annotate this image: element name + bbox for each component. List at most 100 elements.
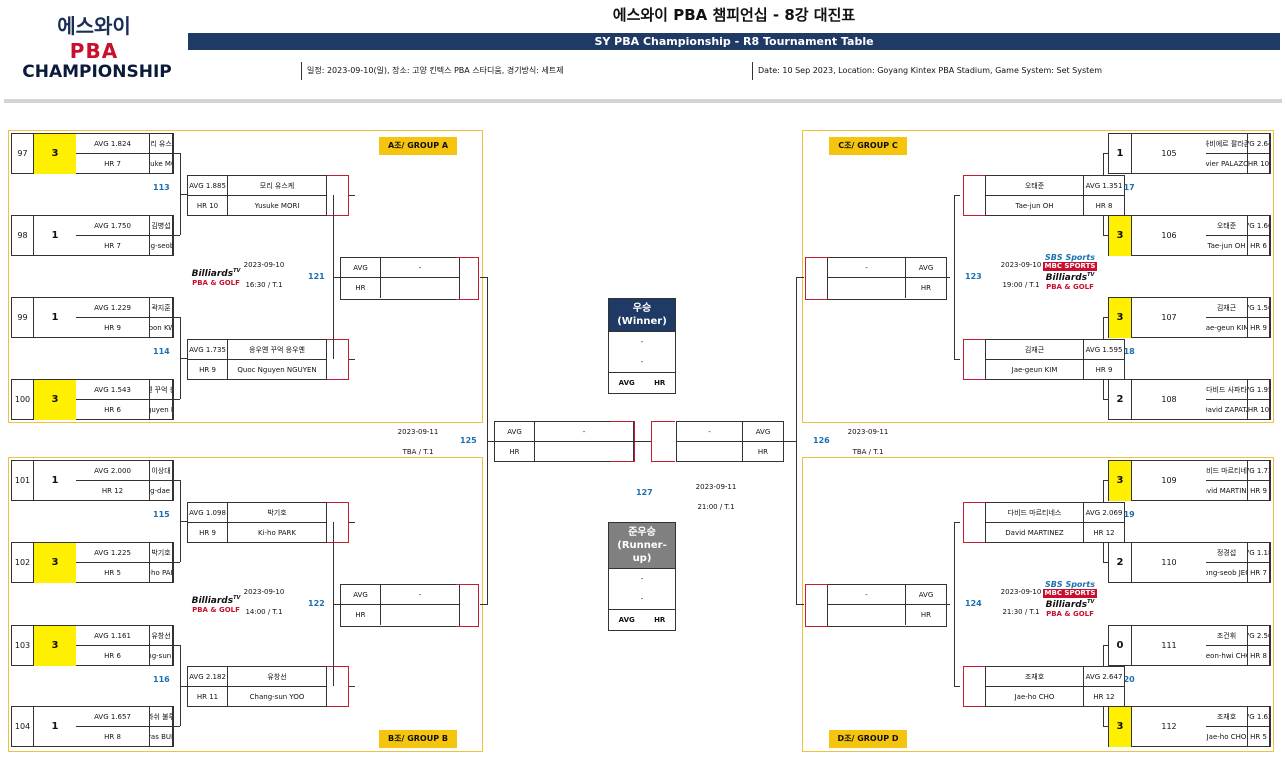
player-name-en: David ZAPATA (1206, 400, 1248, 420)
player-name-ko: 곽지훈 (150, 298, 173, 318)
player-name-en: Javier PALAZON (1206, 154, 1248, 174)
player-seed: 103 (12, 626, 34, 666)
player-hr: HR 9 (1248, 481, 1270, 501)
group-a-panel (8, 130, 483, 423)
player-hr: HR 7 (1248, 563, 1270, 583)
player-seed: 99 (12, 298, 34, 338)
semi-empty (828, 278, 906, 298)
r2-avg: AVG 1.351 (1084, 176, 1124, 196)
semi-score (456, 584, 479, 627)
r2-name-ko: 김재근 (986, 340, 1084, 360)
player-hr: HR 5 (76, 563, 150, 583)
semi-name: - (828, 585, 906, 605)
r2-score (963, 502, 985, 543)
player-name-ko: 응우옌 꾸억 응우옌 (150, 380, 173, 400)
player-box-105: 1하비에르 팔라존AVG 2.647105Javier PALAZONHR 10 (1108, 133, 1271, 174)
semi-date: 2023-09-10 (243, 588, 285, 596)
r2-avg: AVG 2.069 (1084, 503, 1124, 523)
player-name-ko: 하비에르 팔라존 (1206, 134, 1248, 154)
player-name-en: Yusuke MORI (150, 154, 173, 174)
semi-hr: HR (341, 605, 381, 625)
r2-score (963, 175, 985, 216)
player-score: 2 (1109, 543, 1132, 583)
tv-text: TV (233, 268, 241, 274)
semi-hr: HR (341, 278, 381, 298)
winner-title-en: (Winner) (617, 316, 667, 327)
player-avg: AVG 1.667 (1248, 216, 1270, 236)
semi-name: - (381, 585, 459, 605)
player-name-en: Chang-sun YOO (150, 646, 173, 666)
final-date: 2023-09-11 (695, 483, 737, 491)
r2-score (327, 339, 349, 380)
bracket-line (333, 604, 340, 605)
final-left-box: AVG- HR (494, 421, 634, 462)
tv-text: TV (233, 595, 241, 601)
bracket-line (1103, 726, 1109, 727)
bracket-line (349, 195, 355, 196)
player-hr: HR 9 (76, 318, 150, 338)
semi-avg: AVG (341, 258, 381, 278)
billiards-text: Billiards (191, 596, 234, 606)
bracket-line (1103, 480, 1109, 481)
billiards-tv-logo: BilliardsTV (1040, 271, 1100, 283)
semi-right-match-number: 126 (813, 436, 830, 445)
runner-up-hr: HR (654, 616, 666, 624)
sbs-sports-logo: SBS Sports (1045, 253, 1095, 262)
bracket-line (1103, 317, 1109, 318)
semi-name: - (381, 258, 459, 278)
player-name-en: Jae-geun KIM (1206, 318, 1248, 338)
semi-time: 19:00 / T.1 (1002, 281, 1040, 289)
player-score: 3 (34, 134, 76, 174)
r2-avg: AVG 1.885 (188, 176, 228, 196)
player-name-en: Ki-ho PARK (150, 563, 173, 583)
group-a-label: A조/ GROUP A (379, 137, 457, 155)
final-match-number: 127 (636, 488, 653, 497)
runner-up-name-en: - (640, 595, 644, 603)
player-score: 3 (1109, 707, 1132, 747)
semi-name: - (828, 258, 906, 278)
r2-hr: HR 11 (188, 687, 228, 707)
semi-date: 2023-09-10 (243, 261, 285, 269)
runner-up-title-ko: 준우승 (628, 527, 656, 538)
mbc-sports-logo: MBC SPORTS (1042, 589, 1098, 598)
mbc-sports-wrap: MBC SPORTS (1040, 262, 1100, 271)
player-name-ko: 박기호 (150, 543, 173, 563)
r2-hr: HR 12 (1093, 693, 1115, 701)
bracket-line (180, 685, 187, 687)
player-hr: HR 8 (76, 727, 150, 747)
billiards-tv-logo: BilliardsTV (186, 267, 246, 279)
player-avg: AVG 2.500 (1248, 626, 1270, 646)
r2-name-ko: 모리 유스케 (228, 176, 326, 196)
semi-right-schedule: 2023-09-11 TBA / T.1 (840, 427, 896, 457)
r2-score (327, 175, 349, 216)
player-name-en: Savas BULUT (150, 727, 173, 747)
player-score: 1 (51, 230, 59, 241)
runner-up-header: 준우승 (Runner-up) (609, 523, 675, 568)
winner-avg: AVG (618, 379, 635, 387)
mbc-sports-wrap: MBC SPORTS (1040, 589, 1100, 598)
player-hr: HR 12 (76, 481, 150, 501)
player-score: 1 (1109, 134, 1132, 174)
r2-name-ko: 다비드 마르티네스 (986, 503, 1084, 523)
semi-right-time: TBA / T.1 (852, 448, 884, 456)
semi-date: 2023-09-10 (1000, 588, 1042, 596)
bracket-line (1103, 645, 1109, 646)
player-avg: AVG 1.750 (76, 216, 150, 236)
bracket-line (174, 399, 180, 400)
semi-avg: AVG (341, 585, 381, 605)
